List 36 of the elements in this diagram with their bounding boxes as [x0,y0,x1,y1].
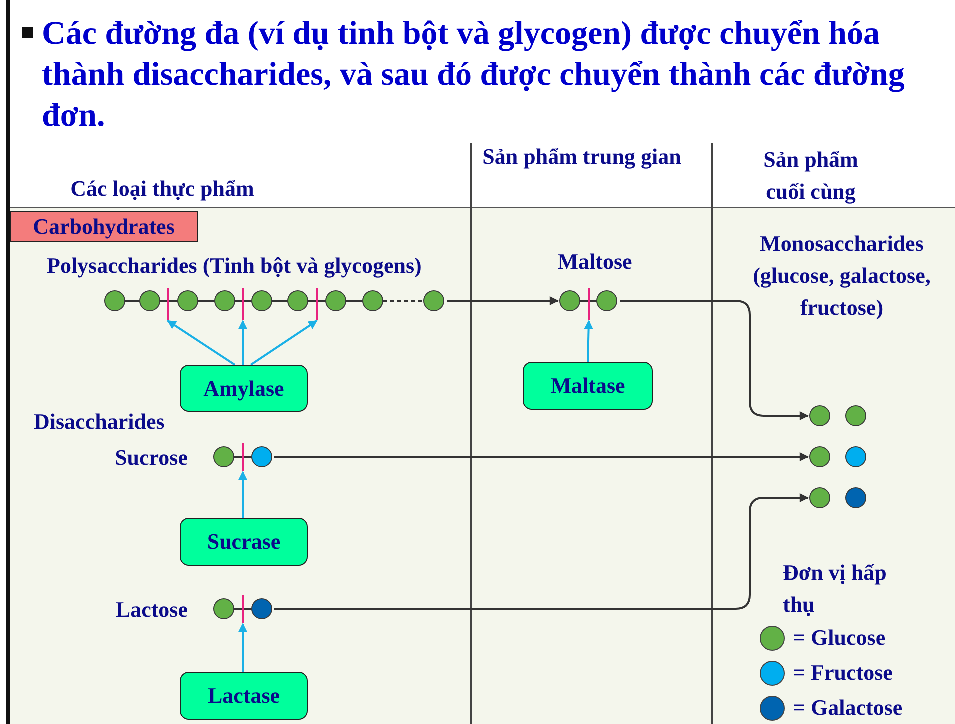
enzyme-box: Amylase [180,365,308,412]
chain-label: Lactose [114,596,188,624]
enzyme-box: Maltase [523,362,653,410]
enzyme-box: Sucrase [180,518,308,566]
arrow [584,320,594,362]
sugar-chain-drawing [212,442,274,472]
arrow [620,300,809,420]
sugar-chain-drawing [558,287,620,321]
note-label: Đơn vị hấp thụ [783,559,888,619]
arrow [447,296,559,306]
legend-label: = Galactose [793,695,903,721]
slide-title: Các đường đa (ví dụ tinh bột và glycogen) được chuyển hóa thành disaccharides, và sau đó được chuyển thành các đường đơn. [42,15,906,136]
column-header: Sản phẩm cuối cùng [762,146,860,206]
arrow [238,471,248,518]
chain-label: Maltose [556,248,634,276]
legend-label: = Fructose [793,660,893,686]
arrow [274,452,809,462]
arrow [274,494,809,610]
chain-label: Polysaccharides (Tinh bột và glycogens) [47,252,423,280]
group-label: Disaccharides [34,408,166,436]
sugar-chain-drawing [212,594,274,624]
chain-label: Sucrose [114,444,188,472]
arrow [238,623,248,672]
sugar-chain-drawing [103,287,447,321]
sugar-chain-drawing [808,446,868,468]
group-label: Monosaccharides (glucose, galactose, fructose) [752,230,932,322]
arrow [167,320,236,366]
column-header: Sản phẩm trung gian [482,143,682,171]
sugar-chain-drawing [808,487,868,509]
sugar-chain-drawing [808,405,868,427]
legend-label: = Glucose [793,625,886,651]
arrow [238,320,248,365]
column-header: Các loại thực phẩm [70,175,256,203]
category-tag: Carbohydrates [10,211,198,242]
enzyme-box: Lactase [180,672,308,720]
arrow [250,320,318,366]
